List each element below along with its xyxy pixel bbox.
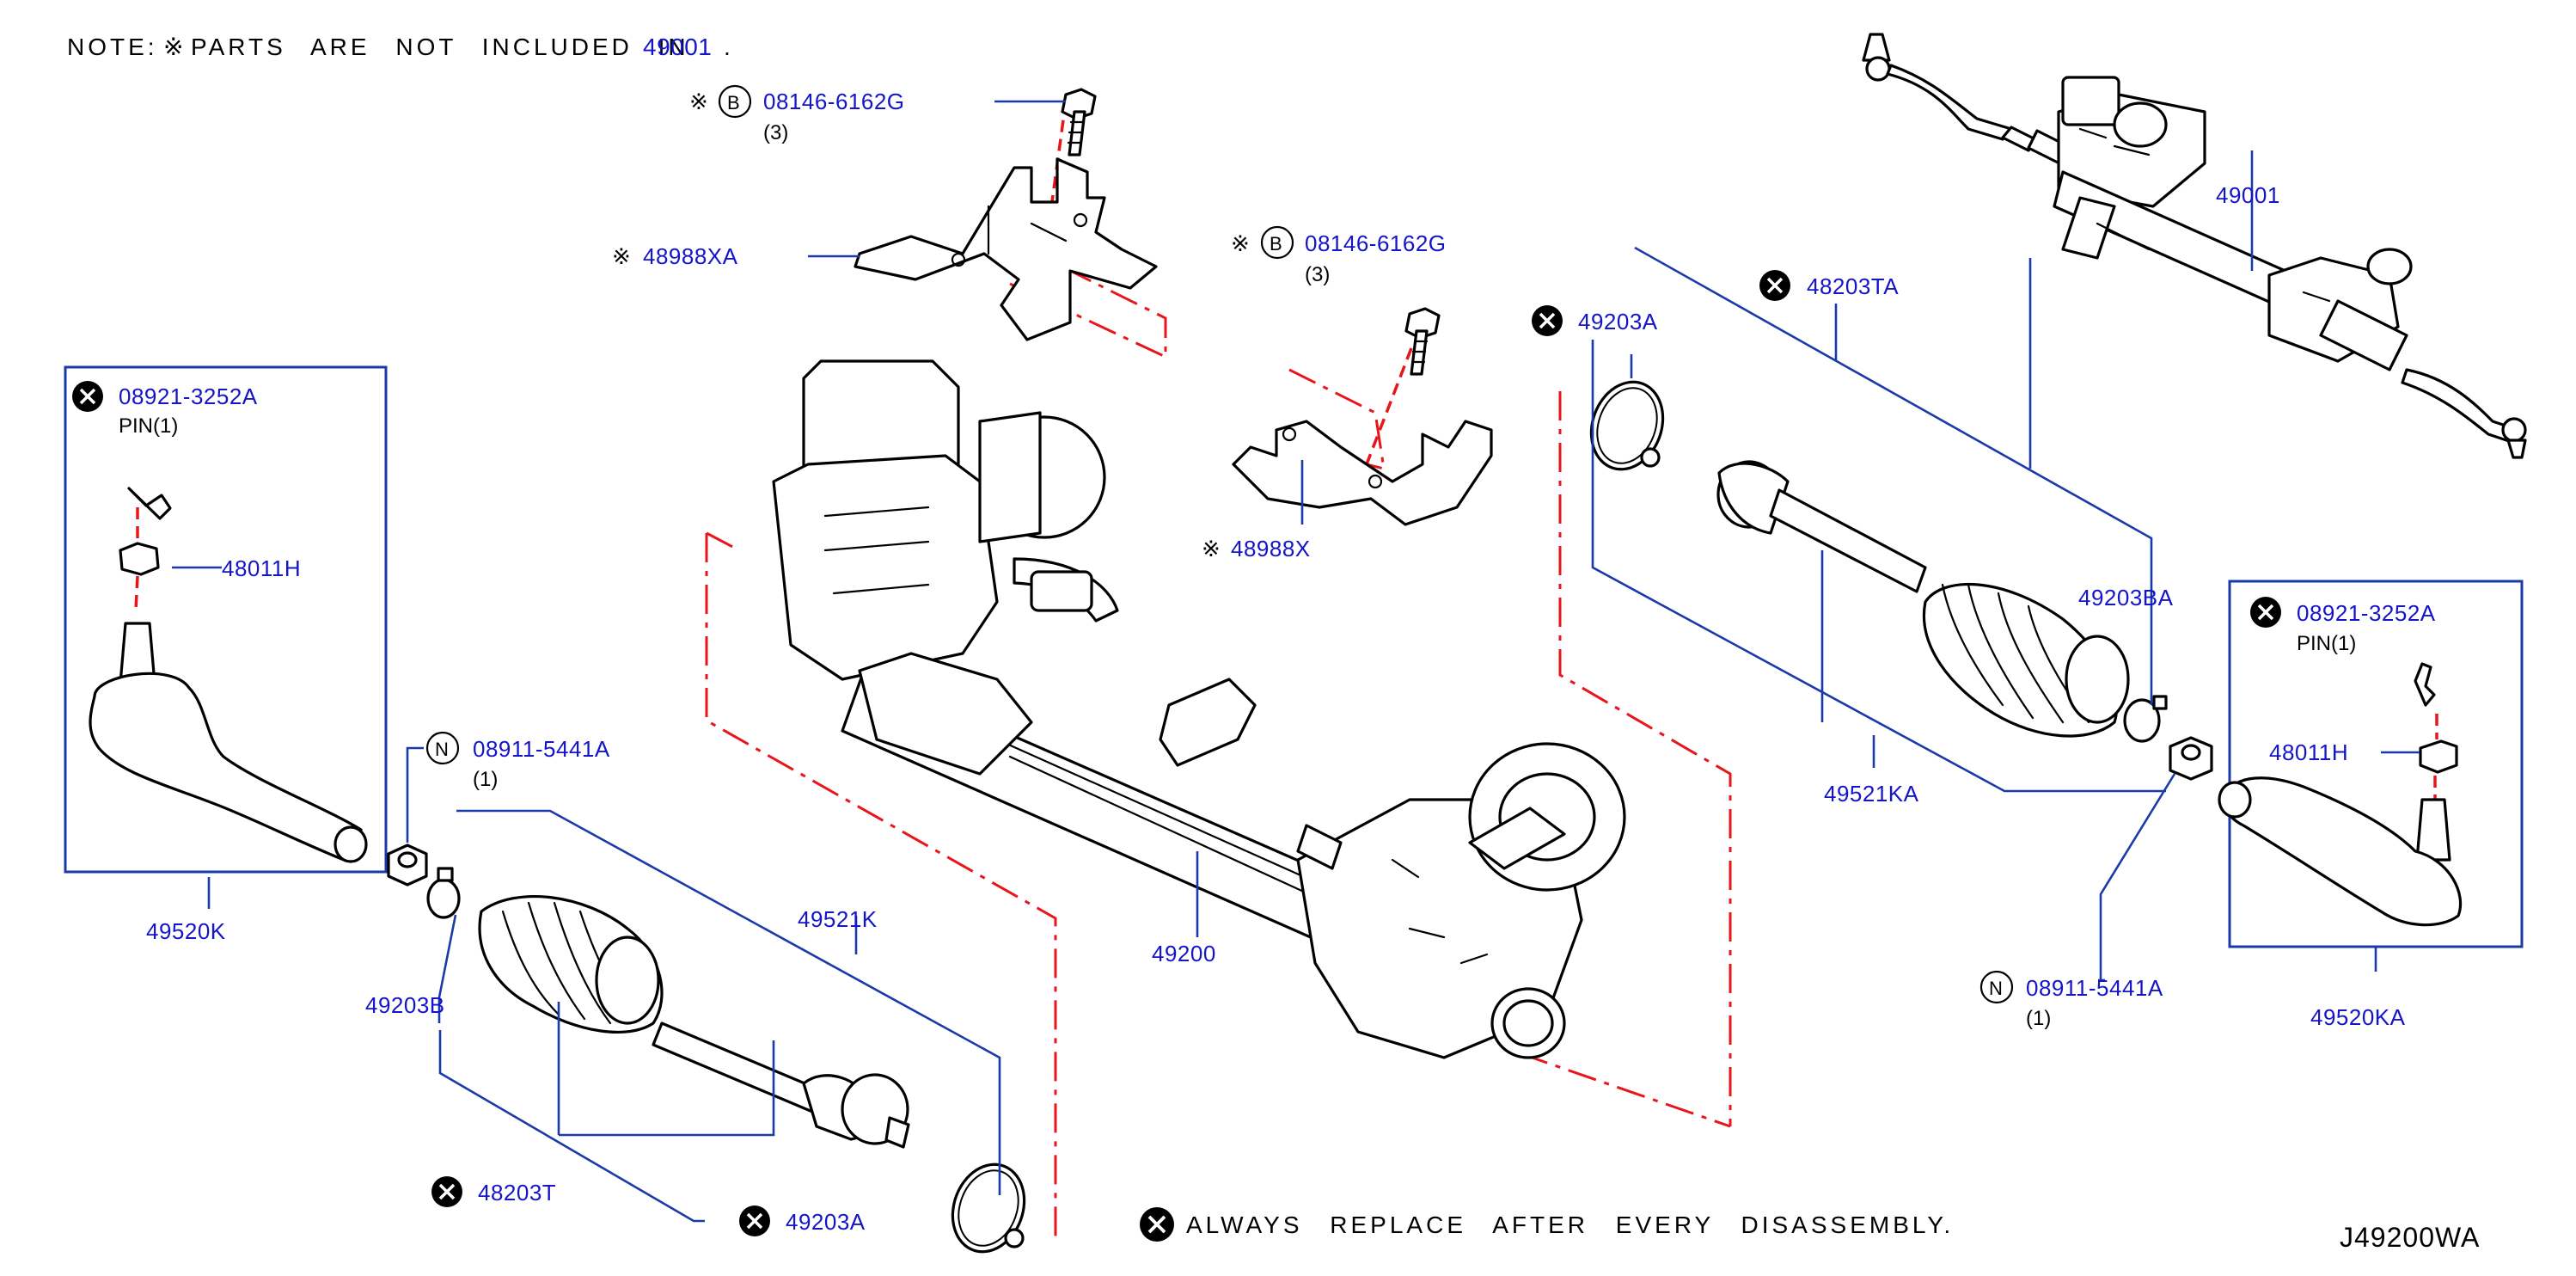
- part-link-48011h-left[interactable]: 48011H: [222, 555, 301, 581]
- svg-text:※: ※: [1202, 536, 1221, 561]
- bracket-48988xa: [854, 157, 1158, 341]
- svg-text:(1): (1): [473, 768, 498, 791]
- svg-text:(3): (3): [1305, 263, 1330, 286]
- locknut-right-illustration: [2169, 736, 2213, 781]
- part-link[interactable]: 08911-5441A: [473, 736, 610, 762]
- part-link[interactable]: 48988XA: [643, 243, 738, 269]
- part-link-49521k[interactable]: 49521K: [798, 906, 878, 932]
- part-link[interactable]: 08921-3252A: [119, 383, 258, 409]
- callout-boot-kit-right[interactable]: 48203TA: [1759, 270, 1899, 301]
- svg-text:※: ※: [612, 243, 631, 269]
- circle-n-icon: [1979, 970, 2014, 1004]
- circle-b-icon: [718, 84, 752, 119]
- steering-gear-housing-illustration: [772, 359, 1626, 1059]
- part-link-49520k[interactable]: 49520K: [146, 918, 226, 944]
- callout-locknut-left[interactable]: N 08911-5441A (1): [425, 731, 610, 791]
- bracket-48988x: [1232, 420, 1493, 526]
- callout-locknut-right[interactable]: N 08911-5441A (1): [1979, 970, 2163, 1030]
- part-link-49521ka[interactable]: 49521KA: [1824, 781, 1919, 807]
- note-period: .: [724, 34, 734, 60]
- part-link-49200[interactable]: 49200: [1152, 941, 1216, 966]
- svg-text:PIN(1): PIN(1): [119, 414, 178, 438]
- svg-text:N: N: [1989, 978, 2003, 999]
- callout-bolt-08146-b[interactable]: ※ B 08146-6162G (3): [1231, 225, 1447, 286]
- callout-bolt-08146-a[interactable]: ※ B 08146-6162G (3): [689, 84, 905, 144]
- part-link-49203ba[interactable]: 49203BA: [2078, 585, 2174, 610]
- boot-left-illustration: [478, 895, 664, 1034]
- callout-bracket-48988x[interactable]: ※ 48988X: [1202, 536, 1311, 561]
- part-link[interactable]: 48203T: [478, 1180, 556, 1205]
- note-text: PARTS ARE NOT INCLUDED IN: [191, 34, 689, 60]
- svg-text:PIN(1): PIN(1): [2297, 632, 2356, 655]
- tie-rod-end-left-box: [64, 365, 388, 874]
- diagram-id: J49200WA: [2340, 1222, 2480, 1253]
- part-link[interactable]: 48203TA: [1807, 273, 1899, 299]
- part-link-49203b[interactable]: 49203B: [365, 992, 445, 1018]
- callout-pin-right[interactable]: 08921-3252A PIN(1): [2250, 597, 2436, 655]
- clamp-right-illustration: [2123, 695, 2168, 743]
- part-link-49520ka[interactable]: 49520KA: [2310, 1004, 2406, 1030]
- part-link[interactable]: 08146-6162G: [1305, 230, 1447, 256]
- callout-band-left[interactable]: 49203A: [739, 1205, 866, 1236]
- circle-b-icon: [1260, 225, 1294, 260]
- part-link[interactable]: 08911-5441A: [2026, 975, 2163, 1001]
- part-link[interactable]: 48988X: [1231, 536, 1311, 561]
- note-part-link[interactable]: 49001: [643, 34, 712, 60]
- inner-rod-left-illustration: [652, 1021, 910, 1149]
- part-link[interactable]: 08921-3252A: [2297, 600, 2436, 626]
- part-link-49001[interactable]: 49001: [2216, 182, 2280, 208]
- part-link[interactable]: 49203A: [786, 1209, 866, 1235]
- svg-text:(3): (3): [763, 121, 788, 144]
- note-mark: ※: [163, 34, 187, 60]
- svg-text:※: ※: [1231, 230, 1250, 256]
- tie-rod-end-right-illustration: [2218, 662, 2463, 927]
- complete-assembly-illustration: [1862, 33, 2527, 459]
- part-link[interactable]: 08146-6162G: [763, 89, 905, 114]
- band-right-illustration: [1589, 380, 1665, 471]
- locknut-left-illustration: [387, 844, 428, 886]
- bolt-icon: [1061, 88, 1097, 156]
- inner-rod-right-illustration: [1716, 460, 1927, 593]
- circle-n-icon: [425, 731, 460, 765]
- svg-text:N: N: [435, 739, 449, 760]
- legend-text: ALWAYS REPLACE AFTER EVERY DISASSEMBLY.: [1186, 1212, 1954, 1238]
- callout-bracket-48988xa[interactable]: ※ 48988XA: [612, 243, 738, 269]
- bolt-icon: [1404, 307, 1441, 376]
- boot-right-illustration: [1923, 582, 2130, 738]
- part-link-48011h-right[interactable]: 48011H: [2269, 739, 2348, 765]
- callout-pin-left[interactable]: 08921-3252A PIN(1): [72, 381, 258, 438]
- clamp-left-illustration: [426, 867, 461, 919]
- callout-boot-kit-left[interactable]: 48203T: [431, 1176, 556, 1207]
- legend: ALWAYS REPLACE AFTER EVERY DISASSEMBLY.: [1140, 1207, 1954, 1242]
- svg-text:(1): (1): [2026, 1007, 2051, 1030]
- note-prefix: NOTE:: [67, 34, 158, 60]
- leader-lines: [172, 100, 2420, 1223]
- part-link[interactable]: 49203A: [1578, 309, 1658, 334]
- tie-rod-end-left-illustration: [89, 487, 368, 863]
- band-left-illustration: [951, 1163, 1026, 1254]
- svg-text:※: ※: [689, 89, 708, 114]
- svg-text:B: B: [1270, 233, 1282, 255]
- callout-band-right[interactable]: 49203A: [1532, 305, 1658, 336]
- svg-text:B: B: [727, 92, 740, 113]
- header-note: NOTE: ※ PARTS ARE NOT INCLUDED IN 49001 …: [67, 34, 734, 60]
